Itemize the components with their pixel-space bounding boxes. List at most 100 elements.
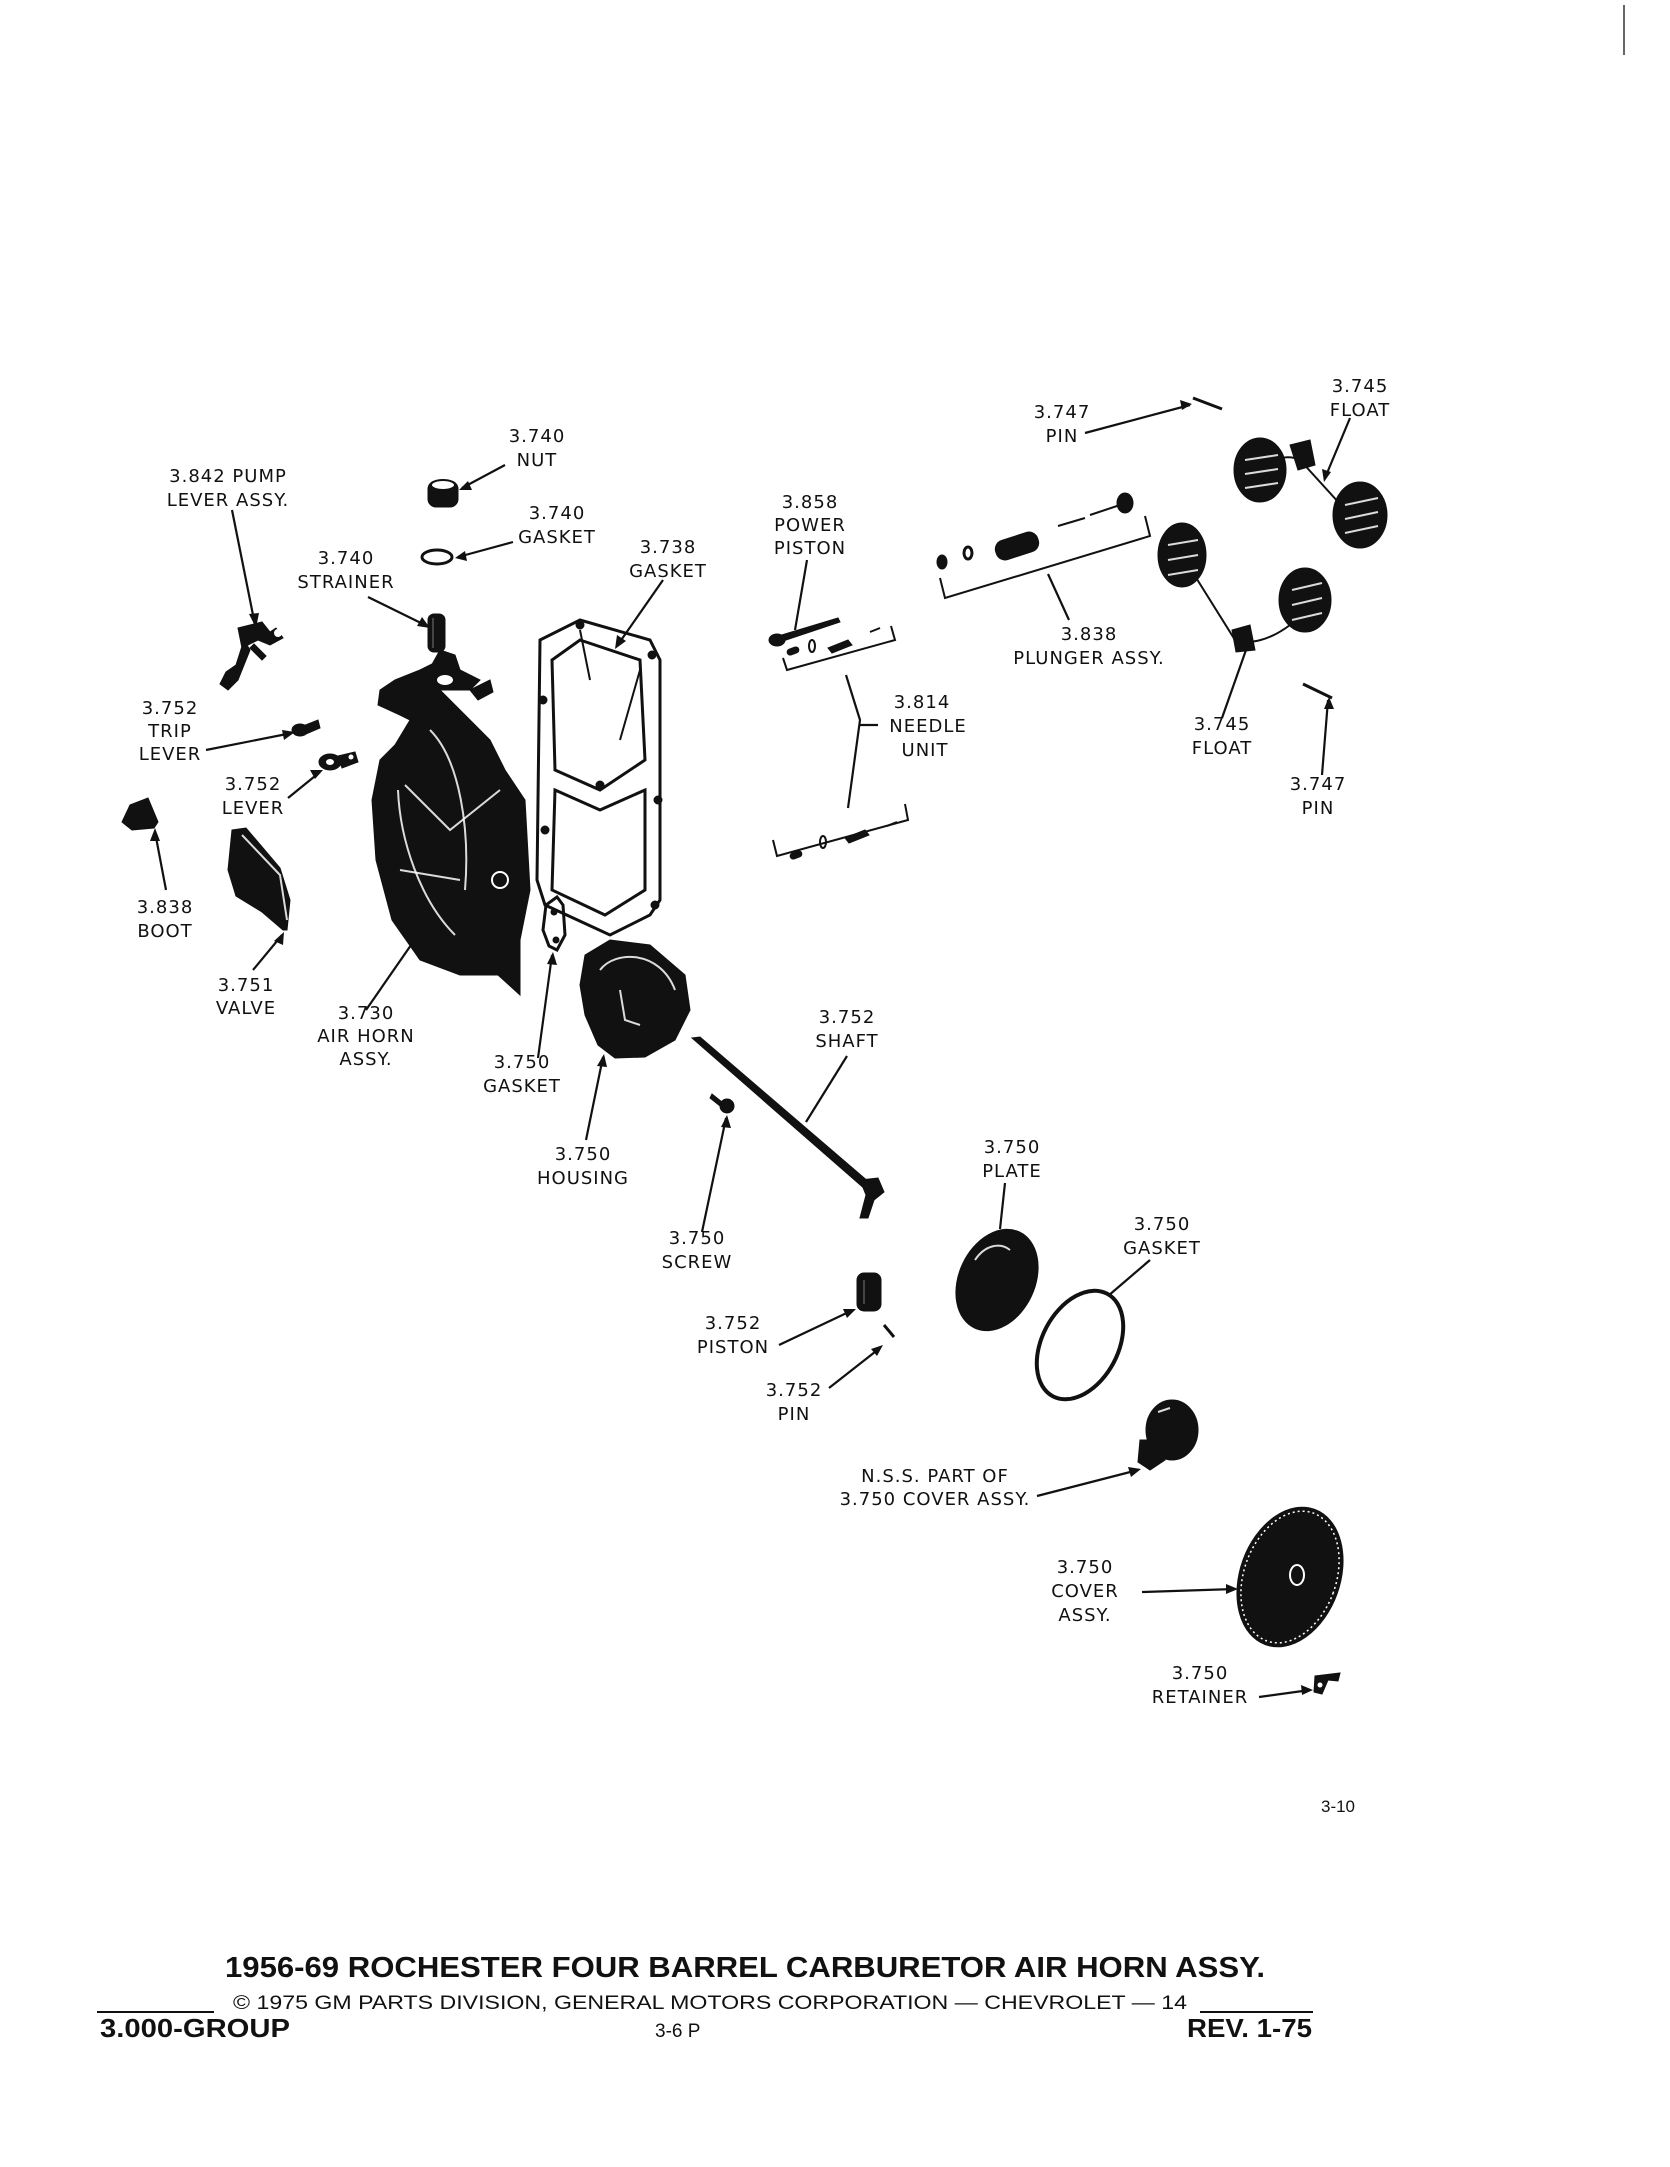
callout-pump-lever: 3.842 PUMP LEVER ASSY. [167, 466, 289, 511]
callout-air-horn: 3.730 AIR HORN ASSY. [317, 1003, 415, 1070]
boot-part [121, 797, 159, 831]
callout-name: PIN [1046, 426, 1079, 447]
callout-nut: 3.740 NUT [509, 426, 566, 471]
callout-number: 3.740 [509, 426, 566, 447]
page-title: 1956-69 ROCHESTER FOUR BARREL CARBURETOR… [225, 1952, 1265, 1984]
nut-part [427, 479, 459, 508]
housing-part [579, 939, 691, 1059]
callout-number: 3.750 [984, 1137, 1041, 1158]
callout-name: PIN [778, 1404, 811, 1425]
valve-part [227, 827, 291, 931]
shaft-part [690, 1036, 885, 1219]
trip-lever-part [291, 719, 321, 737]
strainer-part [427, 613, 446, 653]
callout-trip-lever: 3.752 TRIP LEVER [139, 698, 202, 765]
callout-name: SHAFT [815, 1031, 878, 1052]
callout-name: PISTON [774, 538, 846, 559]
float-pin-right-part [1302, 682, 1333, 700]
float-assembly-bottom-part [1157, 522, 1332, 653]
callout-name: AIR HORN [317, 1026, 415, 1047]
callout-pin-right: 3.747 PIN [1290, 774, 1346, 819]
callout-number: 3.730 [338, 1003, 395, 1024]
callout-number: 3.752 [766, 1380, 823, 1401]
group-label: 3.000-GROUP [100, 2013, 290, 2043]
callout-float-bottom: 3.745 FLOAT [1192, 714, 1253, 759]
air-horn-assembly-part [371, 649, 531, 997]
float-assembly-top-part [1233, 437, 1388, 549]
callout-name: PLUNGER ASSY. [1013, 648, 1164, 669]
needle-unit-lower-set [772, 803, 910, 860]
callout-screw: 3.750 SCREW [662, 1228, 733, 1273]
callout-name: PIN [1302, 798, 1335, 819]
callout-name: GASKET [629, 561, 707, 582]
callout-number: 3.750 [494, 1052, 551, 1073]
callout-name: 3.750 COVER ASSY. [840, 1489, 1031, 1510]
callout-nut-gasket: 3.740 GASKET [518, 503, 596, 548]
callout-number: 3.750 [1172, 1663, 1229, 1684]
cover-gasket-part [1034, 1288, 1126, 1402]
callout-number: 3.745 [1194, 714, 1251, 735]
screw-part [709, 1093, 735, 1114]
callout-housing: 3.750 HOUSING [537, 1144, 629, 1189]
callout-strainer: 3.740 STRAINER [297, 548, 393, 593]
callout-name: SCREW [662, 1252, 733, 1273]
callout-name: GASKET [518, 527, 596, 548]
piston-part [856, 1272, 882, 1312]
callout-piston: 3.752 PISTON [697, 1313, 768, 1358]
callout-name: PLATE [982, 1161, 1042, 1182]
callout-number: 3.740 [318, 548, 375, 569]
callout-name: HOUSING [537, 1168, 629, 1189]
lever-part [318, 751, 359, 771]
callout-name: LEVER [222, 798, 285, 819]
callout-name: ASSY. [339, 1049, 392, 1070]
air-horn-gasket-part [535, 618, 663, 937]
callout-power-piston: 3.858 POWER PISTON [774, 492, 846, 559]
callout-number: 3.752 [705, 1313, 762, 1334]
callout-lever: 3.752 LEVER [222, 774, 285, 819]
callout-pin-top: 3.747 PIN [1034, 402, 1090, 447]
callout-number: 3.842 PUMP [169, 466, 287, 487]
callout-name: TRIP [147, 721, 192, 742]
housing-gasket-part [541, 894, 567, 952]
needle-unit-bracket-line [844, 674, 862, 809]
needle-unit-upper-set [782, 625, 897, 672]
callout-number: 3.740 [529, 503, 586, 524]
copyright-line: © 1975 GM PARTS DIVISION, GENERAL MOTORS… [233, 1993, 1188, 2014]
callout-number: 3.745 [1332, 376, 1389, 397]
callout-shaft: 3.752 SHAFT [815, 1007, 878, 1052]
callout-number: 3.814 [894, 692, 951, 713]
revision-label: REV. 1-75 [1187, 2013, 1312, 2043]
callout-number: 3.858 [782, 492, 839, 513]
callout-number: 3.752 [819, 1007, 876, 1028]
callout-nss: N.S.S. PART OF 3.750 COVER ASSY. [840, 1466, 1031, 1510]
callout-name: GASKET [1123, 1238, 1201, 1259]
callout-number: 3.751 [218, 975, 275, 996]
figure-number: 3-10 [1321, 1797, 1355, 1816]
callout-number: 3.752 [225, 774, 282, 795]
callout-name: VALVE [216, 998, 276, 1019]
callout-name: RETAINER [1152, 1687, 1248, 1708]
callout-name: FLOAT [1330, 400, 1391, 421]
pump-lever-part [219, 621, 284, 691]
callout-float-top: 3.745 FLOAT [1330, 376, 1391, 421]
callout-number: 3.750 [1134, 1214, 1191, 1235]
plunger-assembly-part [936, 492, 1152, 600]
callout-name: UNIT [902, 740, 949, 761]
callout-name: NEEDLE [889, 716, 966, 737]
callout-name: FLOAT [1192, 738, 1253, 759]
callout-name: NUT [517, 450, 558, 471]
callout-name: N.S.S. PART OF [861, 1466, 1009, 1487]
callout-name: ASSY. [1058, 1605, 1111, 1626]
callout-number: 3.838 [1061, 624, 1118, 645]
nut-gasket-part [420, 548, 454, 566]
callout-boot: 3.838 BOOT [137, 897, 193, 942]
callout-name: LEVER [139, 744, 202, 765]
callout-number: 3.752 [142, 698, 199, 719]
cover-assembly-part [1236, 1506, 1344, 1648]
callout-plunger: 3.838 PLUNGER ASSY. [1013, 624, 1164, 669]
callout-number: 3.738 [640, 537, 697, 558]
callout-name: GASKET [483, 1076, 561, 1097]
callout-cover-assembly: 3.750 COVER ASSY. [1051, 1557, 1118, 1626]
